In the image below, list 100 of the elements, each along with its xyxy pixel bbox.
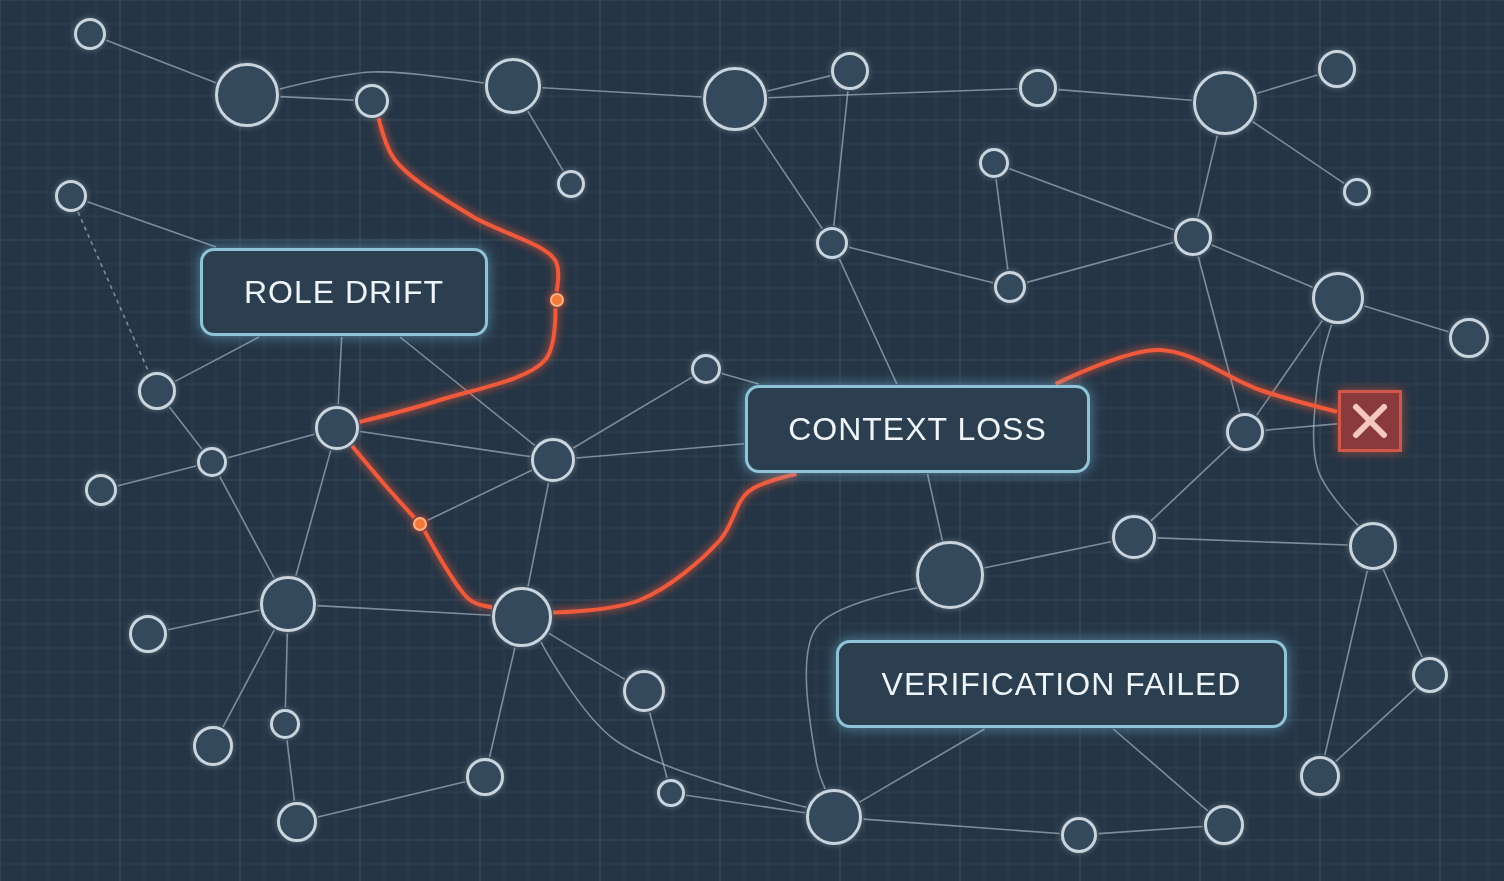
network-node	[1312, 272, 1364, 324]
connector-line	[767, 87, 1019, 99]
connector-line	[648, 711, 668, 779]
connector-line	[1252, 120, 1345, 185]
network-node	[703, 67, 767, 131]
highlight-dot	[550, 293, 564, 307]
network-node	[1019, 69, 1057, 107]
status-label: CONTEXT LOSS	[745, 385, 1090, 473]
connector-line	[219, 475, 275, 579]
highlighted-path	[553, 472, 797, 615]
network-node	[1449, 318, 1489, 358]
connector-line	[1156, 537, 1349, 546]
network-node	[215, 63, 279, 127]
highlighted-path	[359, 308, 558, 424]
connector-line	[685, 794, 806, 814]
connector-line	[1382, 568, 1423, 658]
connector-line	[1197, 256, 1241, 413]
network-node	[806, 789, 862, 845]
network-node	[193, 726, 233, 766]
network-node	[260, 576, 316, 632]
network-node	[994, 271, 1026, 303]
network-node	[691, 354, 721, 384]
network-node	[816, 227, 848, 259]
connector-line	[1057, 88, 1193, 102]
network-node	[1061, 817, 1097, 853]
network-node	[74, 18, 106, 50]
network-node	[531, 438, 575, 482]
network-node	[1300, 756, 1340, 796]
connector-line	[766, 75, 831, 92]
connector-line	[541, 86, 703, 98]
network-node	[1318, 50, 1356, 88]
connector-line	[286, 739, 296, 802]
connector-line	[1335, 687, 1417, 763]
connector-line	[279, 95, 355, 101]
connector-line	[1312, 323, 1359, 527]
connector-line	[295, 449, 332, 577]
connector-line	[105, 39, 217, 84]
connector-line	[337, 336, 343, 406]
network-node	[315, 406, 359, 450]
connector-line	[1363, 305, 1450, 333]
network-node	[1193, 71, 1257, 135]
highlighted-path	[350, 444, 416, 519]
connector-line	[805, 587, 918, 790]
network-node	[1204, 805, 1244, 845]
connector-line	[527, 110, 564, 172]
connector-line	[279, 71, 485, 90]
connector-line	[995, 178, 1009, 271]
network-node	[129, 615, 167, 653]
network-node	[1349, 522, 1397, 570]
network-node	[270, 709, 300, 739]
highlighted-path	[376, 117, 561, 292]
network-node	[1174, 218, 1212, 256]
connector-line	[284, 632, 289, 709]
connector-line	[540, 641, 807, 808]
connector-line	[316, 604, 492, 617]
connector-line	[167, 609, 260, 631]
connector-line	[1008, 167, 1175, 231]
connector-line	[222, 629, 276, 728]
network-node	[916, 541, 984, 609]
connector-line	[399, 336, 536, 447]
status-label: ROLE DRIFT	[200, 248, 488, 336]
network-node	[831, 52, 869, 90]
network-node	[85, 474, 117, 506]
connector-line	[548, 632, 626, 681]
network-node	[138, 372, 176, 410]
connector-line	[1255, 319, 1324, 416]
status-label: VERIFICATION FAILED	[836, 640, 1287, 728]
network-node	[1412, 657, 1448, 693]
connector-line	[317, 780, 466, 818]
connector-line	[359, 430, 531, 458]
connector-line	[1026, 241, 1174, 284]
network-node	[979, 148, 1009, 178]
network-node	[355, 84, 389, 118]
network-node	[197, 447, 227, 477]
network-node	[55, 180, 87, 212]
network-node	[1112, 515, 1156, 559]
connector-line	[838, 258, 898, 385]
connector-line	[848, 246, 994, 284]
network-node	[466, 758, 504, 796]
connector-line	[168, 406, 203, 450]
connector-line	[86, 201, 217, 248]
connector-line	[1196, 134, 1218, 218]
connector-line	[983, 540, 1112, 569]
network-node	[492, 587, 552, 647]
connector-line	[858, 728, 986, 803]
connector-line	[1150, 445, 1231, 522]
connector-line	[926, 473, 944, 542]
connector-line	[426, 469, 533, 522]
connector-line	[1097, 825, 1204, 835]
connector-line	[721, 372, 760, 385]
network-node	[277, 802, 317, 842]
connector-line	[1112, 728, 1209, 812]
error-box	[1338, 390, 1402, 452]
connector-line	[575, 442, 745, 459]
connector-line	[117, 465, 197, 487]
connector-line	[833, 90, 849, 227]
connector-line	[1211, 244, 1314, 289]
highlighted-path	[422, 530, 493, 610]
network-node	[1226, 413, 1264, 451]
connector-line	[527, 482, 550, 587]
